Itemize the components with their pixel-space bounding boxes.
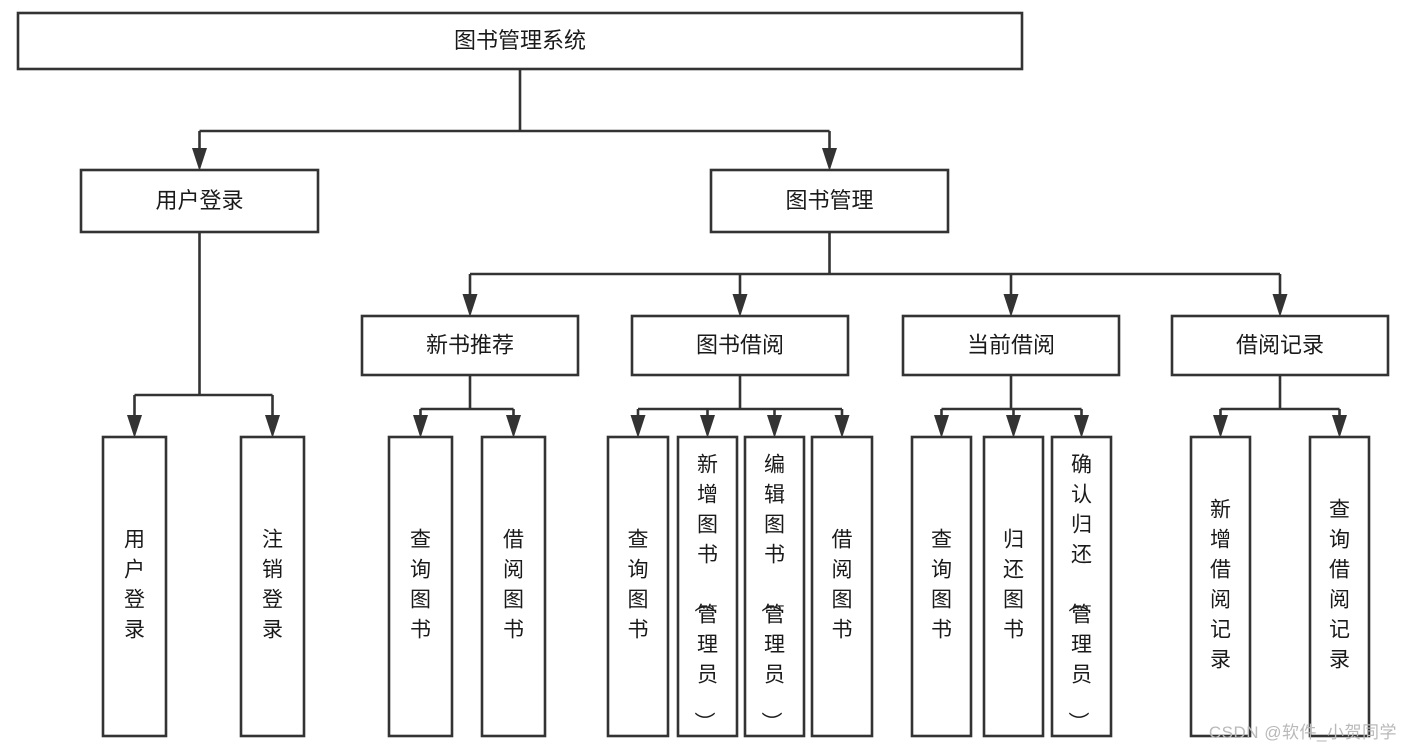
node-label-leaf-6: 新增图书（管理员） — [692, 454, 718, 733]
node-leaf-4[interactable]: 借阅图书 — [480, 435, 547, 738]
node-borrow-record[interactable]: 借阅记录 — [1170, 314, 1390, 377]
node-box-leaf-13[interactable] — [1308, 435, 1371, 738]
node-label-book-manage: 图书管理 — [785, 188, 873, 213]
node-label-user-login: 用户登录 — [155, 188, 243, 213]
edge-group-root — [192, 69, 837, 171]
node-label-current-borrow: 当前借阅 — [967, 332, 1055, 357]
node-box-leaf-11[interactable] — [1050, 435, 1113, 738]
arrow-head-icon — [1006, 415, 1021, 438]
node-user-login[interactable]: 用户登录 — [79, 168, 320, 234]
edge-group-current-borrow — [934, 375, 1089, 438]
edge-group-user-login — [127, 232, 280, 438]
edges-layer — [127, 69, 1347, 438]
node-box-leaf-8[interactable] — [810, 435, 874, 738]
node-label-leaf-13: 查询借阅记录 — [1329, 499, 1350, 672]
edge-group-book-manage — [462, 232, 1288, 317]
node-leaf-12[interactable]: 新增借阅记录 — [1189, 435, 1252, 738]
node-box-borrow-record[interactable] — [1170, 314, 1390, 377]
arrow-head-icon — [192, 148, 207, 171]
node-leaf-9[interactable]: 查询图书 — [910, 435, 973, 738]
node-label-leaf-12: 新增借阅记录 — [1210, 499, 1231, 672]
node-current-borrow[interactable]: 当前借阅 — [901, 314, 1121, 377]
node-box-leaf-9[interactable] — [910, 435, 973, 738]
node-leaf-10[interactable]: 归还图书 — [982, 435, 1045, 738]
node-box-leaf-3[interactable] — [387, 435, 454, 738]
nodes-layer: 图书管理系统用户登录图书管理新书推荐图书借阅当前借阅借阅记录用户登录注销登录查询… — [16, 11, 1390, 738]
node-box-book-borrow[interactable] — [630, 314, 850, 377]
node-label-borrow-record: 借阅记录 — [1236, 332, 1324, 357]
arrow-head-icon — [700, 415, 715, 438]
node-box-leaf-1[interactable] — [101, 435, 168, 738]
node-leaf-7[interactable]: 编辑图书（管理员） — [743, 435, 806, 738]
node-label-leaf-7: 编辑图书（管理员） — [759, 454, 785, 733]
arrow-head-icon — [834, 415, 850, 438]
node-leaf-6[interactable]: 新增图书（管理员） — [676, 435, 739, 738]
arrow-head-icon — [630, 415, 646, 438]
node-root[interactable]: 图书管理系统 — [16, 11, 1024, 71]
node-box-leaf-4[interactable] — [480, 435, 547, 738]
node-box-leaf-2[interactable] — [239, 435, 306, 738]
node-leaf-2[interactable]: 注销登录 — [239, 435, 306, 738]
arrow-head-icon — [732, 294, 748, 317]
arrow-head-icon — [265, 415, 280, 438]
node-leaf-11[interactable]: 确认归还（管理员） — [1050, 435, 1113, 738]
node-label-leaf-8: 借阅图书 — [832, 529, 853, 642]
node-box-new-book-rec[interactable] — [360, 314, 580, 377]
edge-group-book-borrow — [630, 375, 850, 438]
node-leaf-5[interactable]: 查询图书 — [606, 435, 670, 738]
node-label-new-book-rec: 新书推荐 — [426, 332, 514, 357]
node-label-leaf-9: 查询图书 — [931, 529, 952, 642]
edge-group-new-book-rec — [413, 375, 521, 438]
node-label-leaf-10: 归还图书 — [1003, 529, 1024, 642]
arrow-head-icon — [127, 415, 142, 438]
arrow-head-icon — [506, 415, 521, 438]
node-new-book-rec[interactable]: 新书推荐 — [360, 314, 580, 377]
edge-group-borrow-record — [1213, 375, 1347, 438]
arrow-head-icon — [1332, 415, 1347, 438]
node-book-borrow[interactable]: 图书借阅 — [630, 314, 850, 377]
arrow-head-icon — [1003, 294, 1019, 317]
node-box-leaf-5[interactable] — [606, 435, 670, 738]
node-label-leaf-3: 查询图书 — [410, 529, 431, 642]
node-box-current-borrow[interactable] — [901, 314, 1121, 377]
node-label-leaf-2: 注销登录 — [262, 529, 283, 642]
arrow-head-icon — [767, 415, 782, 438]
node-label-leaf-4: 借阅图书 — [503, 529, 524, 642]
node-label-leaf-1: 用户登录 — [124, 529, 145, 642]
node-box-leaf-12[interactable] — [1189, 435, 1252, 738]
node-box-book-manage[interactable] — [709, 168, 950, 234]
node-label-book-borrow: 图书借阅 — [696, 332, 784, 357]
node-box-root[interactable] — [16, 11, 1024, 71]
node-box-user-login[interactable] — [79, 168, 320, 234]
node-label-root: 图书管理系统 — [454, 28, 586, 53]
node-book-manage[interactable]: 图书管理 — [709, 168, 950, 234]
node-label-leaf-5: 查询图书 — [628, 529, 649, 642]
node-box-leaf-10[interactable] — [982, 435, 1045, 738]
node-box-leaf-7[interactable] — [743, 435, 806, 738]
node-leaf-8[interactable]: 借阅图书 — [810, 435, 874, 738]
arrow-head-icon — [1272, 294, 1288, 317]
node-leaf-3[interactable]: 查询图书 — [387, 435, 454, 738]
arrow-head-icon — [1213, 415, 1228, 438]
arrow-head-icon — [413, 415, 428, 438]
node-box-leaf-6[interactable] — [676, 435, 739, 738]
arrow-head-icon — [1074, 415, 1089, 438]
arrow-head-icon — [934, 415, 949, 438]
node-leaf-1[interactable]: 用户登录 — [101, 435, 168, 738]
node-label-leaf-11: 确认归还（管理员） — [1066, 454, 1092, 733]
node-leaf-13[interactable]: 查询借阅记录 — [1308, 435, 1371, 738]
arrow-head-icon — [462, 294, 478, 317]
arrow-head-icon — [822, 148, 837, 171]
